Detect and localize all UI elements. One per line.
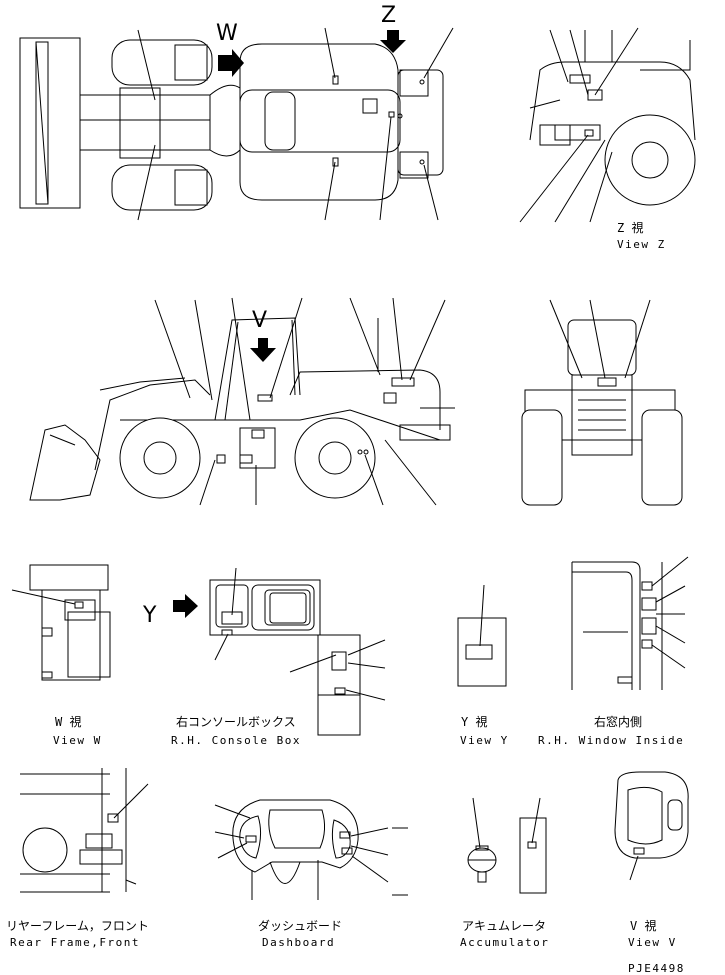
caption-accumulator-jp: アキュムレータ	[462, 919, 546, 933]
accumulator-drawing	[467, 797, 547, 894]
caption-rear-frame-front-jp: リヤーフレーム，フロント	[6, 919, 149, 933]
rh-window-inside-drawing	[571, 556, 689, 690]
marker-w: W	[216, 21, 238, 46]
view-z-drawing	[519, 27, 696, 223]
caption-dashboard-en: Dashboard	[262, 936, 335, 949]
caption-view-z-en: View Z	[617, 238, 666, 251]
caption-dashboard-jp: ダッシュボード	[258, 918, 342, 933]
caption-view-y-jp: Y 視	[461, 714, 487, 729]
caption-view-z-jp: Z 視	[617, 220, 643, 235]
caption-view-v-jp: V 視	[630, 918, 656, 933]
marker-z: Z	[381, 3, 396, 28]
marker-y: Y	[142, 603, 157, 628]
caption-rh-console-box-en: R.H. Console Box	[171, 734, 301, 747]
caption-rear-frame-front-en: Rear Frame,Front	[10, 936, 140, 949]
drawing-number: PJE4498	[628, 962, 685, 975]
view-v-drawing	[614, 771, 689, 881]
caption-rh-window-inside-en: R.H. Window Inside	[538, 734, 684, 747]
marker-v: V	[252, 308, 267, 333]
caption-view-w-jp: W 視	[55, 714, 81, 729]
top-view-drawing	[19, 27, 454, 221]
caption-rh-window-inside-jp: 右窓内側	[594, 714, 642, 729]
caption-view-y-en: View Y	[460, 734, 509, 747]
caption-accumulator-en: Accumulator	[460, 936, 549, 949]
caption-view-w-en: View W	[53, 734, 102, 747]
caption-rh-console-box-jp: 右コンソールボックス	[176, 714, 296, 729]
dashboard-drawing	[214, 799, 408, 900]
view-y-drawing	[457, 584, 507, 687]
rh-console-box-drawing	[173, 567, 386, 736]
view-w-drawing	[11, 564, 111, 681]
side-view-drawing	[29, 297, 455, 506]
front-view-drawing	[521, 299, 683, 506]
caption-view-v-en: View V	[628, 936, 677, 949]
rear-frame-front-drawing	[20, 768, 149, 893]
